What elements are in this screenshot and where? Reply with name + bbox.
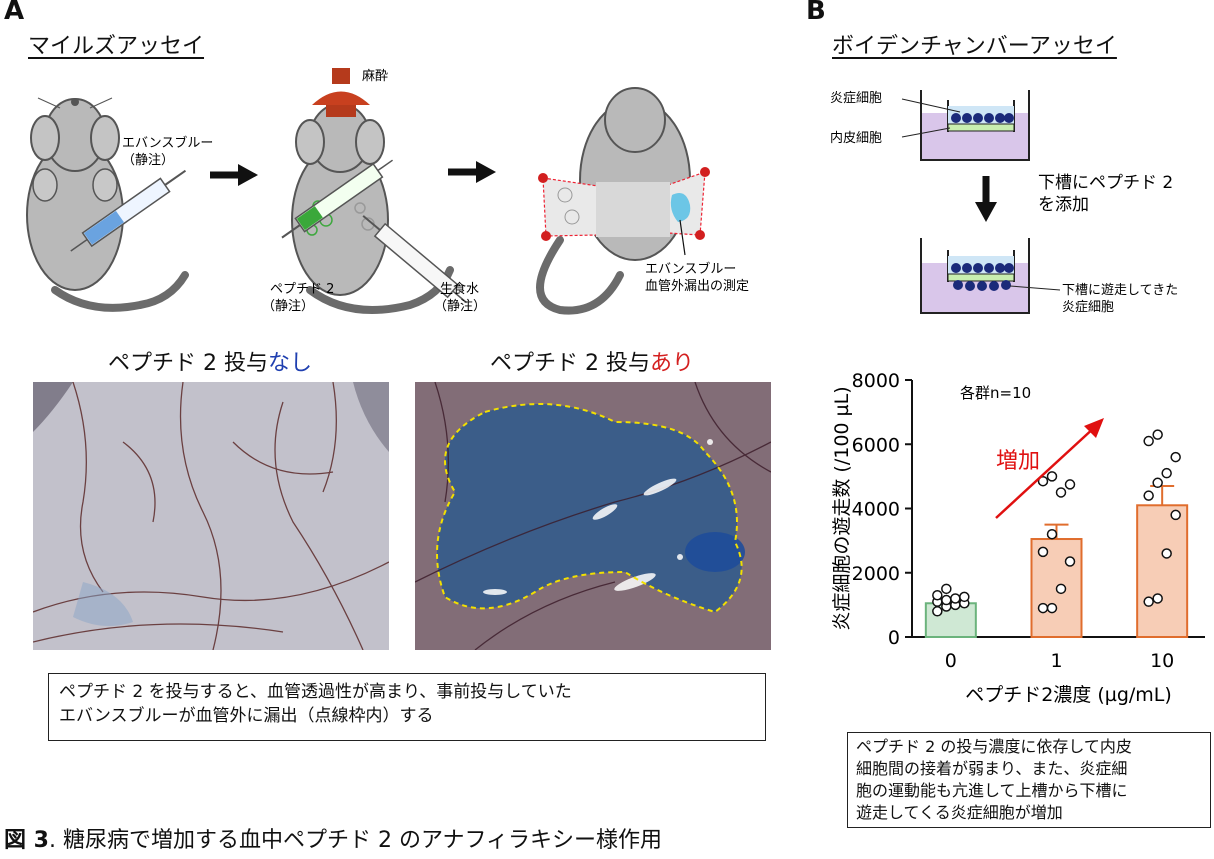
add-peptide-label-2: を添加 (1038, 195, 1089, 215)
data-point (1046, 602, 1058, 614)
panel-b-title: ボイデンチャンバーアッセイ (832, 34, 1117, 59)
mouse-3-dissected-icon (536, 87, 710, 315)
data-point (1152, 429, 1163, 440)
saline-label: 生食水 (440, 281, 479, 297)
saline-iv-label: （静注） (434, 299, 486, 314)
condition-yes-suffix: あり (649, 351, 694, 376)
data-point (1055, 583, 1067, 595)
mouse-1-icon (26, 97, 189, 312)
data-point (1170, 509, 1181, 521)
data-point (1143, 435, 1154, 447)
figure-label: 図 3 (4, 828, 49, 853)
peptide-iv-label: （静注） (262, 299, 314, 314)
data-point (950, 593, 961, 604)
arrow-right-icon (476, 161, 496, 183)
data-point (1152, 477, 1163, 489)
migrated-label-1: 下槽に遊走してきた (1062, 283, 1178, 298)
n-annotation: 各群n=10 (960, 384, 1031, 402)
figure-caption-text: . 糖尿病で増加する血中ペプチド 2 のアナフィラキシー様作用 (48, 828, 663, 853)
peptide-label: ペプチド 2 (270, 282, 334, 297)
x-tick-label: 0 (945, 650, 957, 672)
boyden-chamber-illustration: 炎症細胞 内皮細胞 下槽にペプチド 2 を添加 下槽に遊走してきた 炎症細胞 (830, 90, 1178, 315)
x-axis-label: ペプチド2濃度 (µg/mL) (965, 684, 1172, 706)
migrated-label-2: 炎症細胞 (1062, 300, 1114, 315)
syringe-peptide-icon (281, 159, 393, 239)
bar (1136, 504, 1189, 638)
data-point (1046, 528, 1058, 540)
photo-no-peptide (33, 382, 389, 650)
data-point (1055, 487, 1067, 498)
y-tick-label: 2000 (852, 563, 900, 585)
panel-a-title: マイルズアッセイ (28, 34, 205, 59)
data-point (1037, 475, 1049, 487)
data-point (1046, 471, 1058, 482)
data-point (1161, 548, 1172, 559)
increase-annotation: 増加 (996, 449, 1040, 474)
data-point (932, 589, 943, 601)
panel-b-caption-line1: ペプチド 2 の投与濃度に依存して内皮 (856, 737, 1132, 756)
data-point (1037, 546, 1049, 558)
data-point (932, 606, 943, 617)
data-point (1152, 593, 1163, 604)
evans-measure-label-2: 血管外漏出の測定 (645, 278, 749, 294)
photo-with-peptide (415, 382, 771, 650)
panel-a-caption-line2: エバンスブルーが血管外に漏出（点線枠内）する (59, 706, 434, 726)
y-axis-label: 炎症細胞の遊走数 (/100 µL) (831, 386, 853, 630)
data-point (941, 583, 952, 595)
data-point (941, 594, 952, 606)
condition-none-suffix: なし (267, 351, 312, 376)
data-point (1064, 556, 1076, 567)
migration-bar-chart: 0 2000 4000 6000 8000 0 1 10 炎症細胞の遊走数 (/100 µL)… (831, 370, 1205, 706)
data-point (1037, 602, 1049, 614)
anesthesia-mask-icon (312, 68, 370, 117)
syringe-saline-icon (362, 215, 468, 304)
arrow-down-icon (975, 202, 997, 222)
panel-a-caption-line1: ペプチド 2 を投与すると、血管透過性が高まり、事前投与していた (59, 682, 572, 702)
data-point (1064, 479, 1076, 490)
evans-blue-label: エバンスブルー (122, 135, 213, 151)
panel-a-caption: ペプチド 2 を投与すると、血管透過性が高まり、事前投与していた エバンスブルー… (48, 673, 766, 741)
miles-assay-illustration: エバンスブルー （静注） 麻酔 ペプチド 2 （静注） 生食水 （静注） (26, 68, 749, 315)
data-point (1143, 596, 1154, 607)
syringe-evans-blue-icon (70, 169, 187, 252)
panel-a-letter: A (4, 0, 25, 26)
evans-blue-iv-label: （静注） (122, 153, 174, 168)
panel-b-letter: B (806, 0, 826, 26)
chamber-before-icon (901, 90, 1030, 161)
chamber-after-icon (920, 238, 1061, 314)
data-point (1143, 490, 1154, 501)
leak-region-outline (436, 403, 743, 614)
arrow-right-icon (238, 164, 258, 186)
x-tick-label: 10 (1150, 650, 1174, 672)
add-peptide-label-1: 下槽にペプチド 2 (1038, 173, 1173, 193)
increase-arrow-icon (995, 418, 1104, 519)
panel-b-caption-line4: 遊走してくる炎症細胞が増加 (856, 803, 1063, 822)
panel-b-caption: ペプチド 2 の投与濃度に依存して内皮 細胞間の接着が弱まり、また、炎症細 胞の… (847, 732, 1211, 828)
data-point (1161, 467, 1172, 479)
condition-none-prefix: ペプチド 2 投与 (108, 351, 268, 376)
figure-caption: 図 3. 糖尿病で増加する血中ペプチド 2 のアナフィラキシー様作用 (4, 822, 662, 854)
endothelial-cell-label: 内皮細胞 (830, 130, 882, 146)
evans-measure-label-1: エバンスブルー (645, 261, 736, 277)
y-tick-label: 0 (888, 627, 900, 649)
y-tick-label: 8000 (852, 370, 900, 392)
condition-yes-prefix: ペプチド 2 投与 (490, 351, 650, 376)
x-tick-label: 1 (1050, 650, 1062, 672)
panel-b-caption-line2: 細胞間の接着が弱まり、また、炎症細 (856, 759, 1128, 778)
inflam-cell-label: 炎症細胞 (830, 91, 882, 106)
data-point (1170, 451, 1181, 463)
condition-none-title: ペプチド 2 投与なし (30, 345, 390, 377)
data-point (959, 591, 970, 603)
y-tick-label: 6000 (852, 434, 900, 456)
anesthesia-label: 麻酔 (362, 69, 388, 84)
condition-yes-title: ペプチド 2 投与あり (412, 345, 772, 377)
y-tick-label: 4000 (852, 499, 900, 521)
panel-b-caption-line3: 胞の運動能も亢進して上槽から下槽に (856, 781, 1128, 800)
